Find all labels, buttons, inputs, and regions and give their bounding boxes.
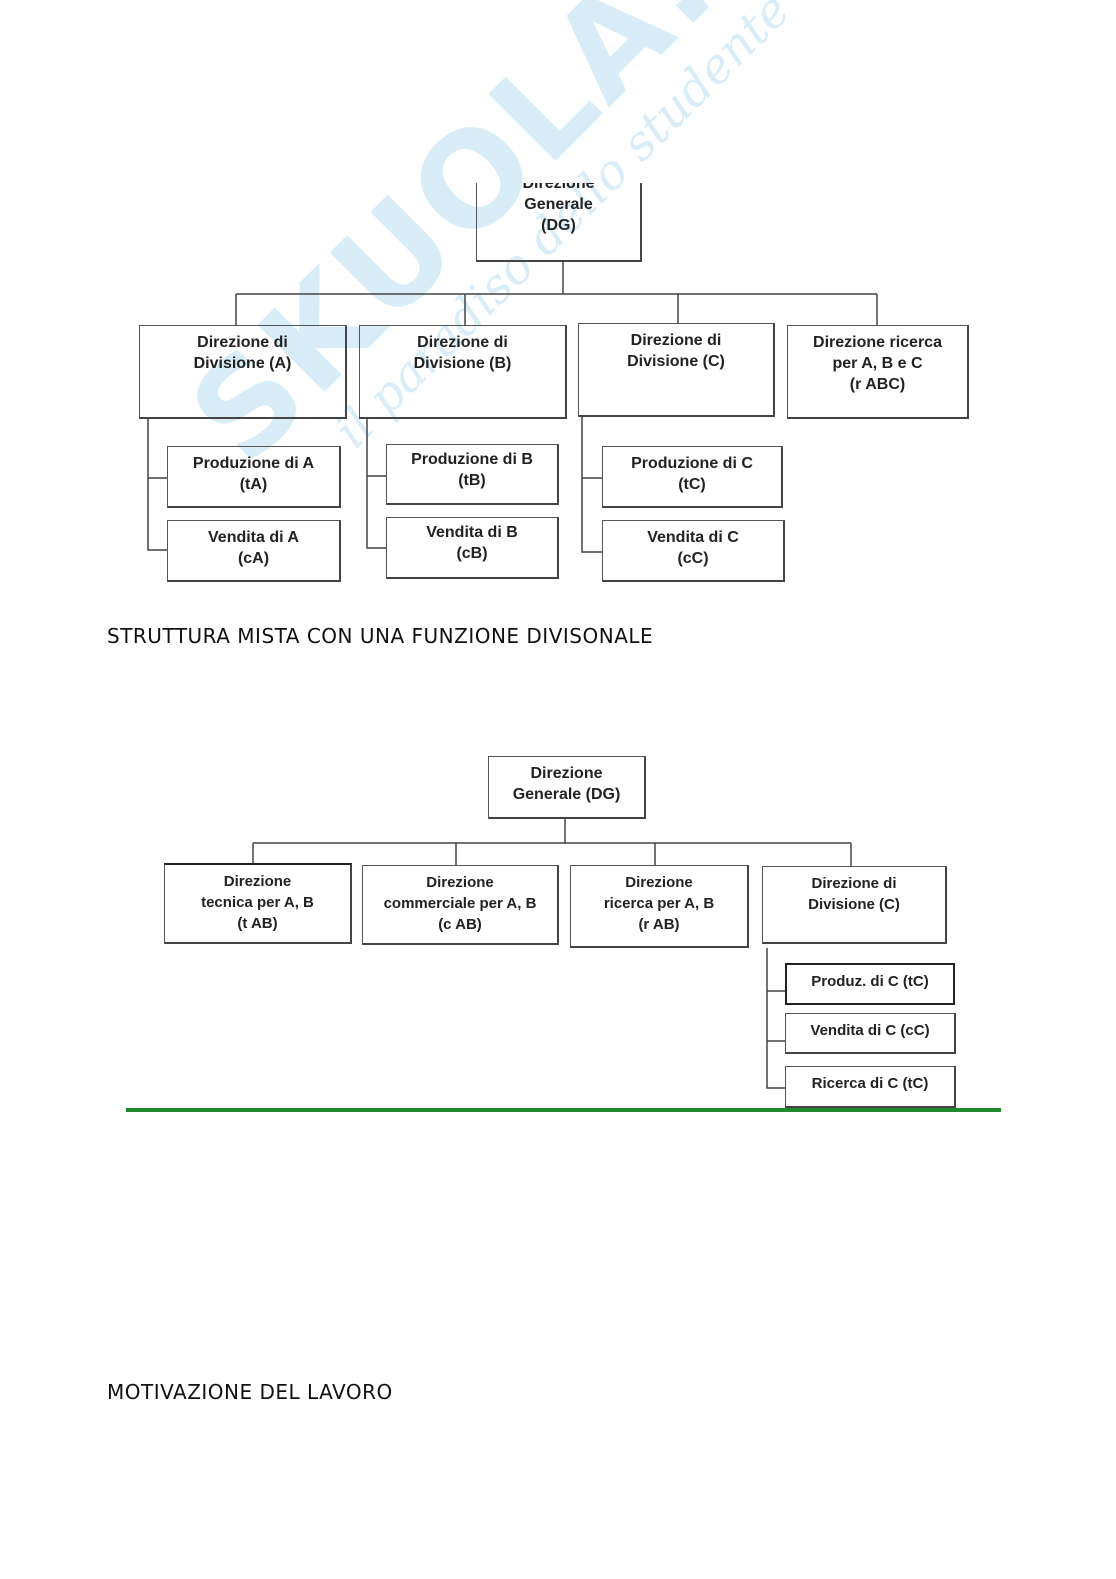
org-box-vendita-a: Vendita di A (cA) [167, 520, 341, 582]
org-box-ricerca-c: Ricerca di C (tC) [785, 1066, 956, 1108]
caption-motivazione: MOTIVAZIONE DEL LAVORO [107, 1380, 393, 1404]
org-box-produzione-b: Produzione di B (tB) [386, 444, 559, 505]
org-box-vendita-b: Vendita di B (cB) [386, 517, 559, 579]
org-box-produzione-a: Produzione di A (tA) [167, 446, 341, 508]
org-box-direzione-generale: Direzione Generale (DG) [476, 183, 642, 262]
green-divider [126, 1108, 1001, 1112]
org-box-vendita-c-2: Vendita di C (cC) [785, 1013, 956, 1054]
org-box-direzione-generale-2: Direzione Generale (DG) [488, 756, 646, 819]
org-box-direzione-ricerca: Direzione ricerca per A, B (r AB) [570, 865, 749, 948]
org-box-divisione-c-2: Direzione di Divisione (C) [762, 866, 947, 944]
org-box-produzione-c: Produzione di C (tC) [602, 446, 783, 508]
org-box-divisione-c: Direzione di Divisione (C) [578, 323, 775, 417]
org-box-ricerca-abc: Direzione ricerca per A, B e C (r ABC) [787, 325, 969, 419]
org-box-vendita-c: Vendita di C (cC) [602, 520, 785, 582]
org-box-divisione-a: Direzione di Divisione (A) [139, 325, 347, 419]
org-box-direzione-tecnica: Direzione tecnica per A, B (t AB) [164, 863, 352, 944]
org-box-direzione-commerciale: Direzione commerciale per A, B (c AB) [362, 865, 559, 945]
caption-struttura-mista: STRUTTURA MISTA CON UNA FUNZIONE DIVISON… [107, 624, 654, 648]
org-box-produz-c: Produz. di C (tC) [785, 963, 955, 1005]
org-box-divisione-b: Direzione di Divisione (B) [359, 325, 567, 419]
